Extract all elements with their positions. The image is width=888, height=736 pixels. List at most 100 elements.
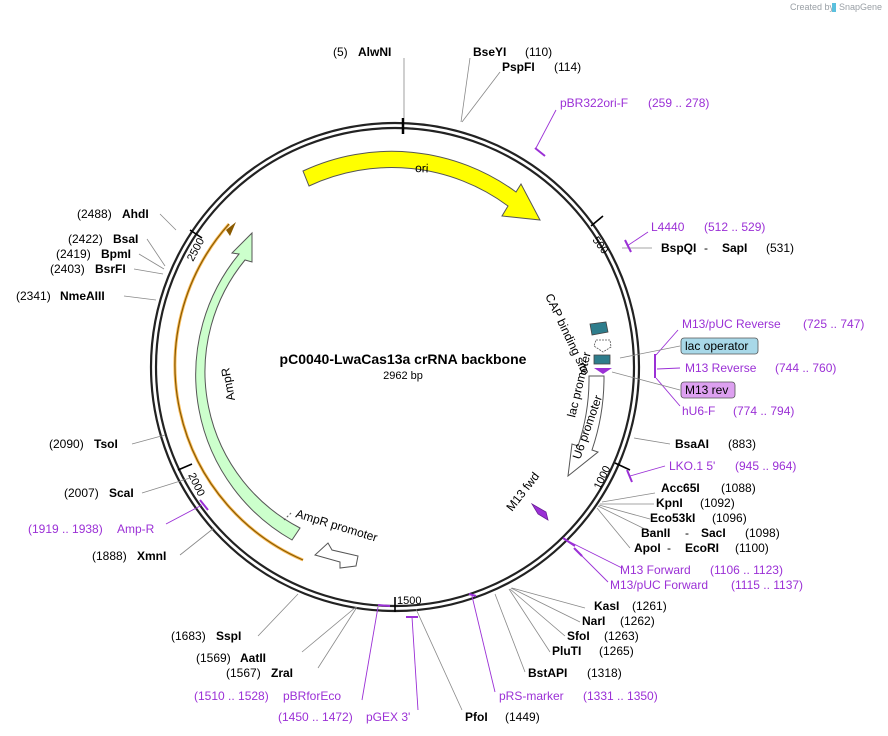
- site-tsoi[interactable]: (2090) TsoI: [49, 437, 118, 451]
- primer-m13-forward[interactable]: M13 Forward (1106 .. 1123): [620, 563, 783, 577]
- m13-rev-arrow: [594, 368, 612, 374]
- site-apoi[interactable]: ApoI - EcoRI (1100): [634, 541, 769, 555]
- site-alwni[interactable]: (5) AlwNI: [333, 45, 391, 59]
- feature-lac-operator[interactable]: [593, 354, 611, 365]
- backbone: [149, 121, 641, 613]
- primer-l4440-range: (512 .. 529): [704, 220, 765, 234]
- primer-amp-r[interactable]: (1919 .. 1938) Amp-R: [28, 522, 155, 536]
- site-eco53ki[interactable]: Eco53kI (1096): [650, 511, 747, 525]
- site-sapi-name: SapI: [722, 241, 747, 255]
- site-aatii[interactable]: (1569) AatII: [196, 651, 266, 665]
- site-aatii-pos: (1569): [196, 651, 231, 665]
- site-pluti[interactable]: PluTI (1265): [552, 644, 634, 658]
- primer-m13-reverse-range: (744 .. 760): [775, 361, 836, 375]
- site-bsrfi-pos: (2403): [50, 262, 85, 276]
- m13-rev-callout[interactable]: M13 rev: [611, 371, 736, 399]
- site-kasi-pos: (1261): [632, 599, 667, 613]
- primer-m13-puc-forward-range: (1115 .. 1137): [731, 578, 803, 592]
- site-apoi-name: ApoI: [634, 541, 661, 555]
- site-pfoi[interactable]: PfoI (1449): [465, 710, 540, 724]
- site-eco53ki-name: Eco53kI: [650, 511, 695, 525]
- site-ahdi-name: AhdI: [122, 207, 149, 221]
- primer-pbrforeco-name: pBRforEco: [283, 689, 341, 703]
- primer-l4440[interactable]: L4440 (512 .. 529): [651, 220, 765, 234]
- site-aatii-name: AatII: [240, 651, 266, 665]
- site-ahdi[interactable]: (2488) AhdI: [77, 207, 149, 221]
- site-sfoi-name: SfoI: [567, 629, 590, 643]
- ampr-orf-line: [174, 223, 304, 561]
- site-xmni-name: XmnI: [137, 549, 166, 563]
- plasmid-name: pC0040-LwaCas13a crRNA backbone: [280, 351, 527, 367]
- primer-m13-puc-reverse[interactable]: M13/pUC Reverse (725 .. 747): [682, 317, 864, 331]
- primer-prs-marker[interactable]: pRS-marker (1331 .. 1350): [499, 689, 658, 703]
- feature-ampr-promoter[interactable]: AmpR promoter: [294, 506, 379, 569]
- site-saci-name: SacI: [701, 526, 726, 540]
- site-nmeaiii-name: NmeAIII: [60, 289, 105, 303]
- lac-operator-callout[interactable]: lac operator: [619, 337, 759, 359]
- site-xmni[interactable]: (1888) XmnI: [92, 549, 166, 563]
- primer-pbrforeco[interactable]: (1510 .. 1528) pBRforEco: [194, 689, 341, 703]
- site-tsoi-name: TsoI: [94, 437, 118, 451]
- snapgene-logo-icon: [832, 3, 836, 12]
- site-bsai[interactable]: (2422) BsaI: [68, 232, 138, 246]
- primer-m13-puc-forward[interactable]: M13/pUC Forward (1115 .. 1137): [610, 578, 803, 592]
- site-nari-name: NarI: [582, 614, 605, 628]
- site-zrai[interactable]: (1567) ZraI: [226, 666, 293, 680]
- site-bstapi[interactable]: BstAPI (1318): [528, 666, 622, 680]
- primer-hu6-f-range: (774 .. 794): [733, 404, 794, 418]
- site-eco53ki-pos: (1096): [712, 511, 747, 525]
- site-kasi[interactable]: KasI (1261): [594, 599, 667, 613]
- site-bpmi-pos: (2419): [56, 247, 91, 261]
- site-bseyi[interactable]: BseYI (110): [473, 45, 552, 59]
- site-sspi[interactable]: (1683) SspI: [171, 629, 241, 643]
- site-ecori-name: EcoRI: [685, 541, 719, 555]
- tick-label-1000: 1000: [592, 464, 614, 491]
- site-bspqi[interactable]: BspQI - SapI (531): [661, 241, 794, 255]
- lac-operator-box: [680, 337, 759, 355]
- site-kpni[interactable]: KpnI (1092): [656, 496, 735, 510]
- primer-hu6-f[interactable]: hU6-F (774 .. 794): [682, 404, 794, 418]
- ampr-promoter-arrow: [314, 542, 359, 569]
- feature-m13-fwd-primer-site[interactable]: M13 fwd: [503, 469, 549, 521]
- site-xmni-pos: (1888): [92, 549, 127, 563]
- primer-pbr322ori-f[interactable]: pBR322ori-F (259 .. 278): [560, 96, 709, 110]
- site-bpmi[interactable]: (2419) BpmI: [56, 247, 131, 261]
- site-scai[interactable]: (2007) ScaI: [64, 486, 134, 500]
- site-ahdi-pos: (2488): [77, 207, 112, 221]
- primer-lko1[interactable]: LKO.1 5' (945 .. 964): [669, 459, 796, 473]
- site-bpmi-name: BpmI: [101, 247, 131, 261]
- primer-pgex3[interactable]: (1450 .. 1472) pGEX 3': [278, 710, 410, 724]
- site-bstapi-name: BstAPI: [528, 666, 567, 680]
- site-acc65i[interactable]: Acc65I (1088): [661, 481, 756, 495]
- site-bseyi-name: BseYI: [473, 45, 506, 59]
- site-banii[interactable]: BanII - SacI (1098): [641, 526, 780, 540]
- credit-created-by: Created by: [790, 2, 835, 12]
- feature-ori[interactable]: ori: [302, 150, 541, 221]
- site-sfoi[interactable]: SfoI (1263): [567, 629, 639, 643]
- site-nari[interactable]: NarI (1262): [582, 614, 655, 628]
- site-acc65i-pos: (1088): [721, 481, 756, 495]
- tick-2500: [189, 229, 203, 239]
- site-nmeaiii[interactable]: (2341) NmeAIII: [16, 289, 105, 303]
- site-sspi-name: SspI: [216, 629, 241, 643]
- site-zrai-name: ZraI: [271, 666, 293, 680]
- m13-rev-text: M13 rev: [685, 383, 728, 397]
- site-nari-pos: (1262): [620, 614, 655, 628]
- feature-cap-binding-site[interactable]: CAP binding site: [542, 291, 609, 378]
- primer-m13-reverse[interactable]: M13 Reverse (744 .. 760): [685, 361, 836, 375]
- tick-label-1500: 1500: [397, 595, 421, 607]
- site-nmeaiii-pos: (2341): [16, 289, 51, 303]
- primer-pbr322ori-f-name: pBR322ori-F: [560, 96, 628, 110]
- feature-ampr[interactable]: AmpR: [173, 222, 304, 562]
- site-bsrfi[interactable]: (2403) BsrFI: [50, 262, 126, 276]
- site-apoi-pos: (1100): [735, 541, 769, 555]
- site-pspfi[interactable]: PspFI (114): [502, 60, 581, 74]
- site-bstapi-pos: (1318): [587, 666, 622, 680]
- site-bsaai[interactable]: BsaAI (883): [675, 437, 756, 451]
- snapgene-credit: Created by SnapGene: [790, 2, 882, 12]
- ampr-promoter-label: AmpR promoter: [294, 506, 379, 544]
- site-pluti-name: PluTI: [552, 644, 581, 658]
- tick-label-500: 500: [590, 235, 611, 257]
- primer-lko1-name: LKO.1 5': [669, 459, 715, 473]
